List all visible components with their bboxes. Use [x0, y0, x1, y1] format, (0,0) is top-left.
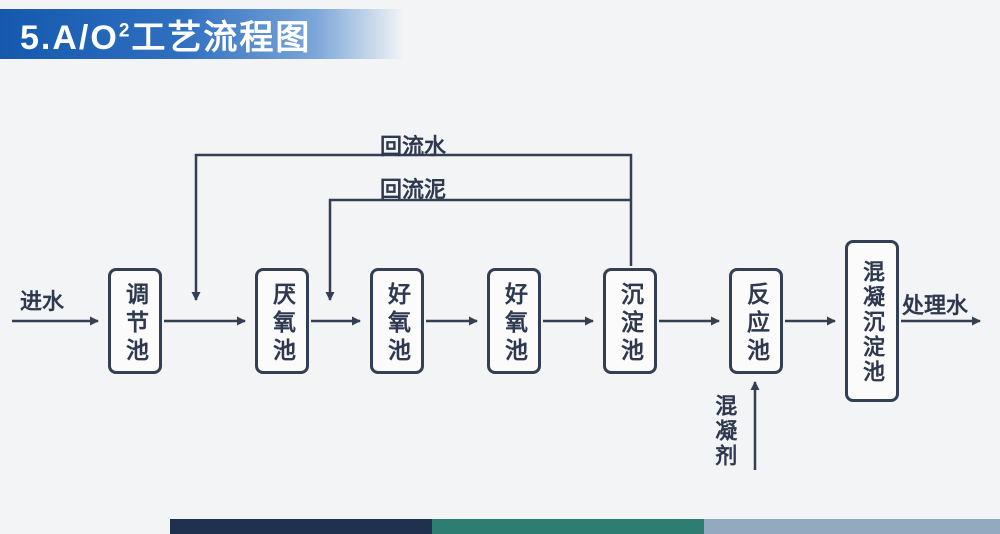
node-sedimentation-tank: 沉淀池: [603, 268, 657, 374]
line-return-water: [191, 153, 633, 301]
effluent-label: 处理水: [902, 293, 969, 318]
return-water-label: 回流水: [380, 134, 447, 159]
influent-label: 进水: [20, 289, 65, 314]
footer-strip-teal: [432, 519, 704, 534]
node-reaction-tank: 反应池: [729, 268, 783, 374]
node-regulation-tank: 调节池: [108, 268, 162, 374]
title-rest: 工艺流程图: [131, 18, 312, 57]
node-coagulation-sedimentation-tank: 混凝沉淀池: [845, 240, 899, 402]
node-aerobic-tank-1: 好氧池: [370, 268, 424, 374]
line-return-sludge: [325, 198, 631, 301]
node-anaerobic-tank: 厌氧池: [255, 268, 309, 374]
page-title: 5.A/O2工艺流程图: [0, 10, 311, 59]
footer-strip-blue: [704, 519, 1000, 534]
node-aerobic-tank-2: 好氧池: [487, 268, 541, 374]
title-main: 5.A/O: [20, 18, 119, 57]
title-banner: 5.A/O2工艺流程图: [0, 9, 404, 59]
return-sludge-label: 回流泥: [380, 177, 447, 202]
coagulant-label: 混凝剂: [712, 394, 738, 469]
title-superscript: 2: [118, 20, 132, 42]
footer-strip-navy: [170, 519, 432, 534]
